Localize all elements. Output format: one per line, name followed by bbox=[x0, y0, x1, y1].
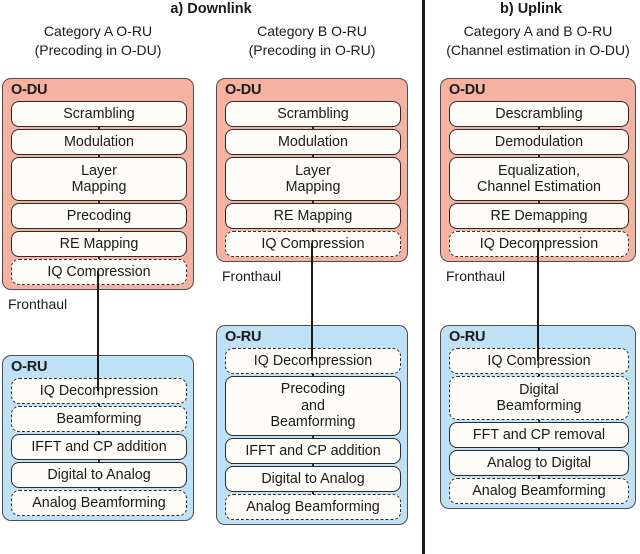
column-caption-line2: (Channel estimation in O-DU) bbox=[446, 42, 630, 58]
section-divider bbox=[422, 0, 425, 554]
block-connector bbox=[98, 488, 100, 490]
function-block[interactable]: Scrambling bbox=[11, 101, 187, 127]
block-connector bbox=[312, 201, 314, 203]
function-block[interactable]: Equalization, Channel Estimation bbox=[449, 157, 629, 201]
oru-label: O-RU bbox=[11, 359, 48, 375]
function-block[interactable]: Modulation bbox=[225, 129, 401, 155]
fronthaul-link-line bbox=[311, 243, 314, 361]
fronthaul-label: Fronthaul bbox=[446, 268, 506, 284]
function-block[interactable]: Precoding and Beamforming bbox=[225, 376, 401, 436]
block-connector bbox=[312, 492, 314, 494]
fronthaul-label: Fronthaul bbox=[8, 296, 68, 312]
function-block[interactable]: Descrambling bbox=[449, 101, 629, 127]
fronthaul-link-line bbox=[537, 243, 540, 361]
oru-label: O-RU bbox=[225, 329, 262, 345]
column-caption-line1: Category B O-RU bbox=[257, 23, 367, 39]
odu-label: O-DU bbox=[225, 82, 262, 98]
function-block[interactable]: FFT and CP removal bbox=[449, 422, 629, 448]
function-block[interactable]: Layer Mapping bbox=[11, 157, 187, 201]
block-connector bbox=[98, 127, 100, 129]
function-block[interactable]: Precoding bbox=[11, 203, 187, 229]
column-caption-line2: (Precoding in O-DU) bbox=[34, 42, 162, 58]
block-connector bbox=[538, 420, 540, 422]
block-connector bbox=[538, 155, 540, 157]
fronthaul-link-line bbox=[97, 271, 100, 391]
odu-label: O-DU bbox=[449, 82, 486, 98]
column-caption-line1: Category A and B O-RU bbox=[463, 23, 613, 39]
function-block[interactable]: RE Mapping bbox=[225, 203, 401, 229]
section-title-downlink: a) Downlink bbox=[170, 1, 252, 17]
column-caption-cat-b-downlink: Category B O-RU (Precoding in O-RU) bbox=[202, 22, 422, 60]
function-block[interactable]: RE Mapping bbox=[11, 231, 187, 257]
function-block[interactable]: Analog Beamforming bbox=[11, 490, 187, 516]
function-block[interactable]: Demodulation bbox=[449, 129, 629, 155]
block-connector bbox=[98, 404, 100, 406]
oru-label: O-RU bbox=[449, 329, 486, 345]
column-caption-cat-ab-uplink: Category A and B O-RU (Channel estimation… bbox=[426, 22, 640, 60]
block-connector bbox=[312, 464, 314, 466]
function-block[interactable]: IFFT and CP addition bbox=[11, 434, 187, 460]
function-block[interactable]: RE Demapping bbox=[449, 203, 629, 229]
block-connector bbox=[538, 127, 540, 129]
function-block[interactable]: Analog to Digital bbox=[449, 450, 629, 476]
column-caption-line1: Category A O-RU bbox=[43, 23, 153, 39]
block-connector bbox=[312, 155, 314, 157]
block-connector bbox=[538, 201, 540, 203]
block-connector bbox=[98, 460, 100, 462]
function-block[interactable]: Scrambling bbox=[225, 101, 401, 127]
odu-label: O-DU bbox=[11, 82, 48, 98]
block-connector bbox=[98, 201, 100, 203]
block-connector bbox=[312, 436, 314, 438]
function-block[interactable]: Digital Beamforming bbox=[449, 376, 629, 420]
block-connector bbox=[98, 257, 100, 259]
section-title-uplink: b) Uplink bbox=[499, 1, 563, 17]
block-connector bbox=[538, 476, 540, 478]
function-block[interactable]: Analog Beamforming bbox=[449, 478, 629, 504]
function-block[interactable]: Digital to Analog bbox=[11, 462, 187, 488]
function-block[interactable]: IFFT and CP addition bbox=[225, 438, 401, 464]
block-connector bbox=[538, 448, 540, 450]
function-block[interactable]: Digital to Analog bbox=[225, 466, 401, 492]
block-connector bbox=[98, 432, 100, 434]
function-block[interactable]: Analog Beamforming bbox=[225, 494, 401, 520]
function-block[interactable]: Beamforming bbox=[11, 406, 187, 432]
block-connector bbox=[312, 229, 314, 231]
block-connector bbox=[312, 374, 314, 376]
block-connector bbox=[538, 374, 540, 376]
block-connector bbox=[312, 127, 314, 129]
column-caption-cat-a-downlink: Category A O-RU (Precoding in O-DU) bbox=[0, 22, 208, 60]
function-block[interactable]: Layer Mapping bbox=[225, 157, 401, 201]
fronthaul-label: Fronthaul bbox=[222, 268, 282, 284]
function-block[interactable]: Modulation bbox=[11, 129, 187, 155]
block-connector bbox=[538, 229, 540, 231]
block-connector bbox=[98, 229, 100, 231]
column-caption-line2: (Precoding in O-RU) bbox=[248, 42, 376, 58]
block-connector bbox=[98, 155, 100, 157]
